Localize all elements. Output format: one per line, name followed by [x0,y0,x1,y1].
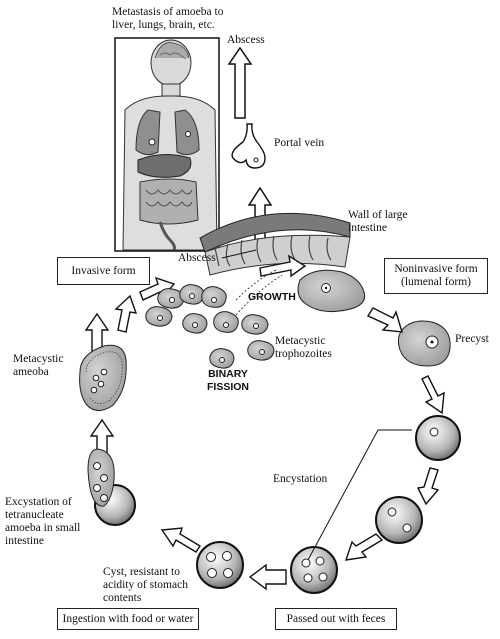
wall-large-intestine-label: Wall of large intestine [348,209,408,234]
metacystic-trophozoites [145,284,275,369]
growth-arrow [259,254,307,278]
noninvasive-trophozoite [297,269,366,312]
uninucleate-cyst [415,415,461,461]
encystation-label: Encystation [273,473,328,485]
portal-vein [231,123,266,169]
precyst [397,320,451,367]
migration-lines [235,269,283,316]
cyst-resistant-label: Cyst, resistant to acidity of stomach co… [103,566,188,604]
metastasis-label: Metastasis of amoeba to liver, lungs, br… [112,6,224,31]
passed-out-cyst [290,546,338,594]
leader-lines [221,249,412,561]
excystation-amoeba [87,448,136,526]
binucleate-cyst [375,496,423,544]
precyst-label: Precyst [455,333,489,345]
excystation-label: Excystation of tetranucleate amoeba in s… [5,496,81,547]
noninvasive-form-box: Noninvasive form (lumenal form) [384,258,488,294]
invasive-form-box: Invasive form [57,257,150,285]
metacystic-trophozoites-label: Metacystic trophozoites [275,335,332,360]
abscess-intestine-label: Abscess [178,252,216,264]
intestine-to-portal-arrow [247,186,273,241]
growth-label: GROWTH [248,291,296,303]
abscess-up-arrow [227,46,253,119]
abscess-top-label: Abscess [227,34,265,46]
ingested-cyst [196,541,244,589]
portal-vein-label: Portal vein [274,137,325,149]
cycle-arrows [84,276,445,591]
binary-fission-label: BINARY FISSION [206,368,249,393]
metacystic-ameoba [79,344,127,411]
human-body-panel [114,37,220,252]
passed-out-box: Passed out with feces [275,608,397,630]
ingestion-box: Ingestion with food or water [57,608,199,630]
metacystic-ameoba-label: Metacystic ameoba [13,353,64,378]
